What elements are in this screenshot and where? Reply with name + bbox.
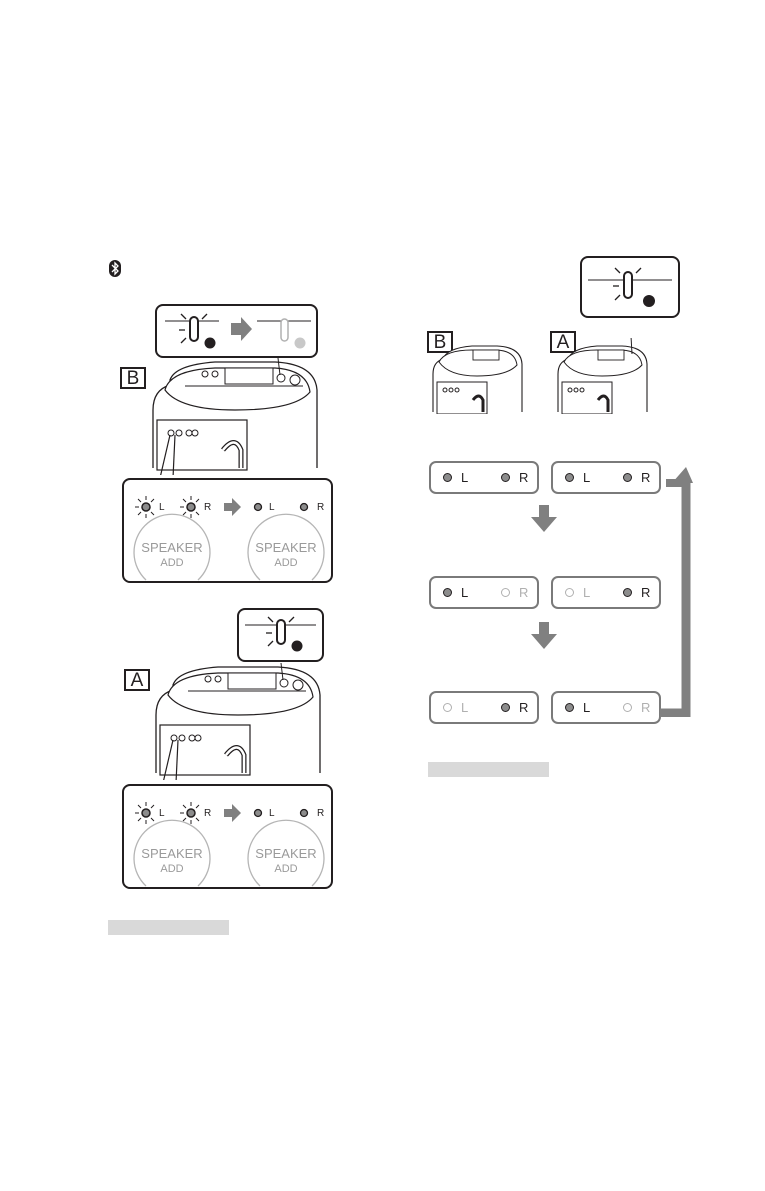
flashing-bluetooth-indicator-icon — [179, 313, 216, 349]
l-led-off-icon — [443, 703, 452, 712]
highlight-bar — [428, 762, 549, 777]
speaker-a-illustration — [155, 662, 321, 780]
led-l-label: L — [159, 808, 165, 819]
callout-a-indicator-right — [580, 256, 680, 318]
led-l-label: L — [583, 700, 591, 715]
flashing-r-led-icon — [180, 802, 200, 824]
speaker-a-label: A — [550, 331, 576, 353]
l-led-icon — [253, 808, 263, 818]
r-led-lit-icon — [623, 588, 632, 597]
speaker-add-subtext: ADD — [274, 557, 298, 569]
led-l-label: L — [269, 808, 275, 819]
led-l-label: L — [461, 700, 469, 715]
r-led-lit-icon — [623, 473, 632, 482]
speaker-b-label: B — [120, 367, 146, 389]
speaker-add-subtext: ADD — [274, 863, 298, 875]
steady-bluetooth-indicator-icon — [280, 318, 306, 349]
led-r-label: R — [204, 502, 212, 513]
l-led-off-icon — [565, 588, 574, 597]
speaker-add-subtext: ADD — [160, 557, 184, 569]
led-r-label: R — [641, 700, 651, 715]
flashing-r-led-icon — [180, 496, 200, 518]
speaker-add-text: SPEAKER — [141, 540, 203, 555]
speaker-add-button-right — [247, 513, 325, 581]
r-led-icon — [299, 808, 309, 818]
speaker-b-small-illustration — [432, 345, 523, 414]
led-l-label: L — [583, 585, 591, 600]
arrow-right-icon — [224, 804, 241, 822]
speaker-add-subtext: ADD — [160, 863, 184, 875]
led-r-label: R — [641, 585, 651, 600]
r-led-lit-icon — [501, 703, 510, 712]
led-l-label: L — [461, 470, 469, 485]
speaker-a-small-illustration — [557, 338, 648, 414]
led-r-label: R — [317, 808, 325, 819]
callout-a-indicator — [237, 608, 324, 662]
r-led-icon — [299, 502, 309, 512]
arrow-down-icon — [531, 622, 557, 649]
highlight-bar — [108, 920, 229, 935]
l-led-icon — [253, 502, 263, 512]
led-r-label: R — [317, 502, 325, 513]
led-l-label: L — [159, 502, 165, 513]
bluetooth-icon — [109, 260, 121, 277]
l-led-lit-icon — [565, 703, 574, 712]
speaker-add-button-left — [133, 513, 211, 581]
led-l-label: L — [461, 585, 469, 600]
arrow-right-icon — [231, 317, 252, 341]
speaker-add-text: SPEAKER — [255, 540, 317, 555]
speaker-add-button-right — [247, 819, 325, 887]
arrow-down-icon — [531, 505, 557, 532]
l-led-lit-icon — [565, 473, 574, 482]
led-r-label: R — [519, 585, 529, 600]
speaker-a-label: A — [124, 669, 150, 691]
led-l-label: L — [583, 470, 591, 485]
l-led-lit-icon — [443, 588, 452, 597]
r-led-lit-icon — [501, 473, 510, 482]
flashing-l-led-icon — [135, 496, 155, 518]
loop-arrow-icon — [660, 467, 693, 717]
flashing-bluetooth-indicator-icon — [588, 267, 672, 307]
arrow-right-icon — [224, 498, 241, 516]
r-led-off-icon — [501, 588, 510, 597]
led-r-label: R — [641, 470, 651, 485]
speaker-add-button-left — [133, 819, 211, 887]
flashing-bluetooth-indicator-icon — [245, 616, 316, 652]
callout-a-speaker-add: L R L R SPEAKER ADD SPEAKER ADD — [122, 784, 333, 889]
r-led-off-icon — [623, 703, 632, 712]
speaker-b-label: B — [427, 331, 453, 353]
callout-b-speaker-add: L R L R SPEAKER ADD SPEAKER ADD — [122, 478, 333, 583]
speaker-b-illustration — [152, 357, 318, 475]
led-r-label: R — [519, 470, 529, 485]
flashing-l-led-icon — [135, 802, 155, 824]
speaker-add-text: SPEAKER — [255, 846, 317, 861]
bt-indicator-transition — [165, 313, 311, 349]
led-r-label: R — [519, 700, 529, 715]
led-l-label: L — [269, 502, 275, 513]
led-r-label: R — [204, 808, 212, 819]
speaker-add-text: SPEAKER — [141, 846, 203, 861]
callout-b-indicator — [155, 304, 318, 358]
l-led-lit-icon — [443, 473, 452, 482]
